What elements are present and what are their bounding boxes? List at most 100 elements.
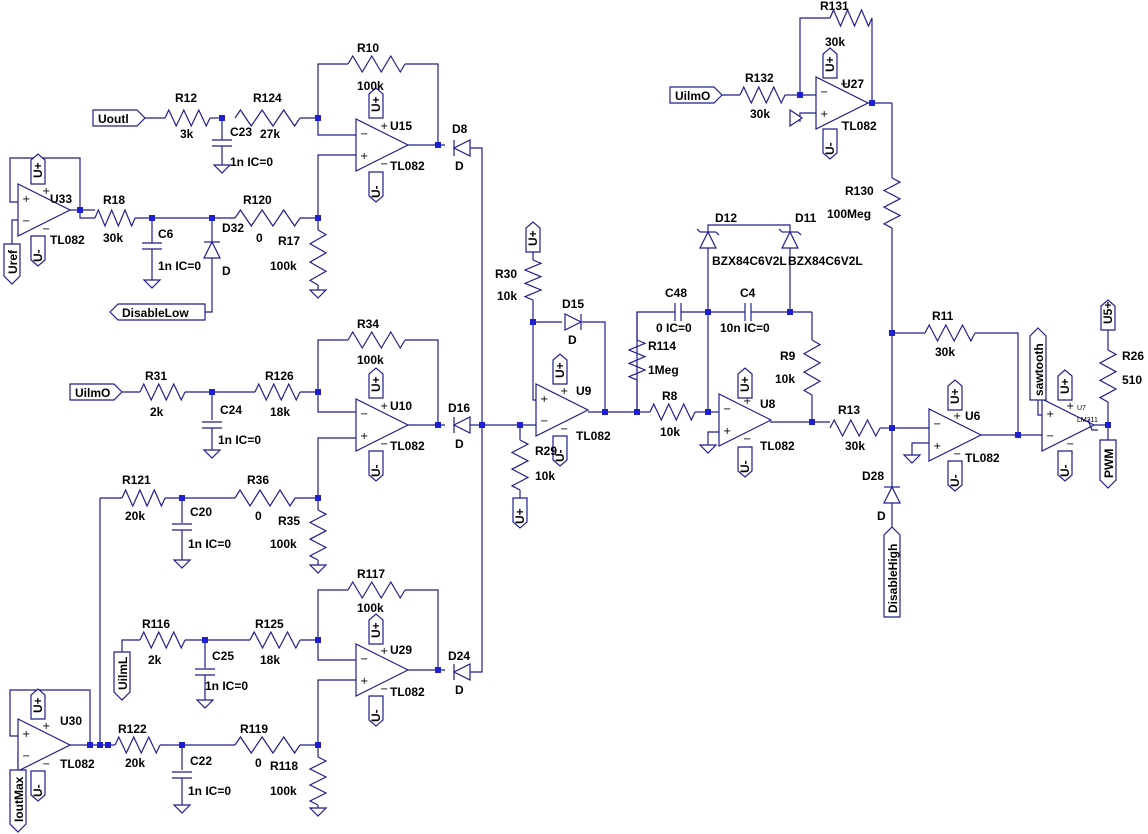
wire	[205, 258, 213, 313]
label: U10	[390, 399, 412, 413]
power-flag	[1057, 369, 1073, 401]
svg-text:−: −	[743, 434, 751, 445]
wire	[317, 589, 348, 640]
junction	[869, 100, 875, 106]
label: D16	[448, 401, 470, 415]
label: 1n IC=0	[218, 433, 261, 447]
label: R114	[648, 339, 676, 353]
net-sawtooth	[1029, 327, 1047, 401]
label: U9	[576, 384, 592, 398]
junction	[889, 330, 895, 336]
label: C20	[190, 505, 212, 519]
svg-text:+: +	[360, 431, 368, 442]
label: TL082	[390, 159, 425, 173]
svg-text:−: −	[360, 129, 368, 140]
power-flag	[1100, 299, 1116, 331]
power-flag	[368, 613, 384, 645]
junction	[530, 319, 536, 325]
junction	[202, 637, 208, 643]
net-label: Uoutl	[98, 112, 129, 126]
label: R132	[745, 71, 774, 85]
opamp-u29: −++−	[355, 643, 410, 697]
label: 20k	[125, 509, 145, 523]
ground-icon	[142, 279, 162, 289]
junction	[105, 742, 111, 748]
net-label: DisableHigh	[886, 544, 900, 613]
label: D24	[448, 649, 470, 663]
label: 100k	[357, 353, 384, 367]
opamp-u30: +−+−	[17, 718, 72, 772]
svg-text:+: +	[953, 411, 961, 422]
power-label: U+	[369, 96, 383, 112]
net-label: UilmO	[75, 386, 110, 400]
junction	[1015, 432, 1021, 438]
power-label: U-	[369, 464, 383, 477]
label: 10n IC=0	[720, 321, 770, 335]
svg-text:+: +	[360, 151, 368, 162]
net-uilmo-right	[669, 86, 723, 104]
components: −++−+−+−−++−−++−+−+−+−+−−++−−++−−++−+−+−	[3, 8, 1118, 833]
opamp-u9: +−+−	[535, 383, 590, 437]
power-flag	[368, 171, 384, 203]
capacitor-c23	[212, 139, 232, 147]
junction	[315, 215, 321, 221]
junction	[209, 389, 215, 395]
power-flag	[512, 497, 528, 529]
junction	[315, 115, 321, 121]
label: R12	[175, 91, 197, 105]
power-flag	[368, 87, 384, 119]
capacitor-c48	[674, 303, 682, 321]
label: R11	[932, 309, 954, 323]
label: 30k	[750, 107, 770, 121]
label: R121	[122, 473, 151, 487]
wire	[317, 118, 358, 136]
label: R18	[103, 193, 125, 207]
resistor-r122	[114, 735, 161, 755]
power-flag	[1057, 450, 1073, 482]
diode-d28	[883, 485, 901, 504]
wire	[317, 437, 358, 498]
label: R36	[247, 473, 269, 487]
resistor-r132	[739, 85, 786, 105]
svg-text:+: +	[723, 426, 731, 437]
resistor-r120	[234, 208, 301, 228]
ground-icon	[789, 108, 804, 128]
svg-text:+: +	[1046, 409, 1054, 420]
svg-text:−: −	[360, 654, 368, 665]
label: 1n IC=0	[205, 679, 248, 693]
label: 1n IC=0	[188, 537, 231, 551]
label: R116	[142, 617, 170, 631]
label: 100k	[270, 259, 297, 273]
label: D	[455, 437, 464, 451]
label: R30	[495, 267, 517, 281]
power-label: U-	[1058, 464, 1072, 477]
label: R17	[278, 234, 300, 248]
wire	[799, 112, 818, 122]
ground-icon	[212, 164, 232, 174]
svg-text:+: +	[820, 109, 828, 120]
label: 10k	[660, 425, 680, 439]
label: 100k	[270, 784, 297, 798]
svg-text:+: +	[42, 721, 50, 732]
label: R119	[240, 722, 268, 736]
label: R9	[780, 349, 796, 363]
junction	[97, 742, 103, 748]
label: 3k	[180, 127, 194, 141]
resistor-r12	[164, 108, 211, 128]
power-label: U+	[1058, 378, 1072, 394]
power-label: U+	[553, 362, 567, 378]
junction	[179, 742, 185, 748]
diode-d12	[696, 228, 720, 249]
wire	[911, 442, 930, 455]
label: R13	[838, 403, 860, 417]
svg-text:+: +	[840, 79, 848, 90]
junction	[797, 92, 803, 98]
resistor-r117	[347, 580, 406, 600]
label: 1n IC=0	[158, 259, 201, 273]
junction	[179, 495, 185, 501]
label: R131	[820, 0, 849, 13]
net-label: UilmL	[116, 657, 130, 690]
net-uref	[3, 243, 21, 285]
label: TL082	[390, 685, 425, 699]
